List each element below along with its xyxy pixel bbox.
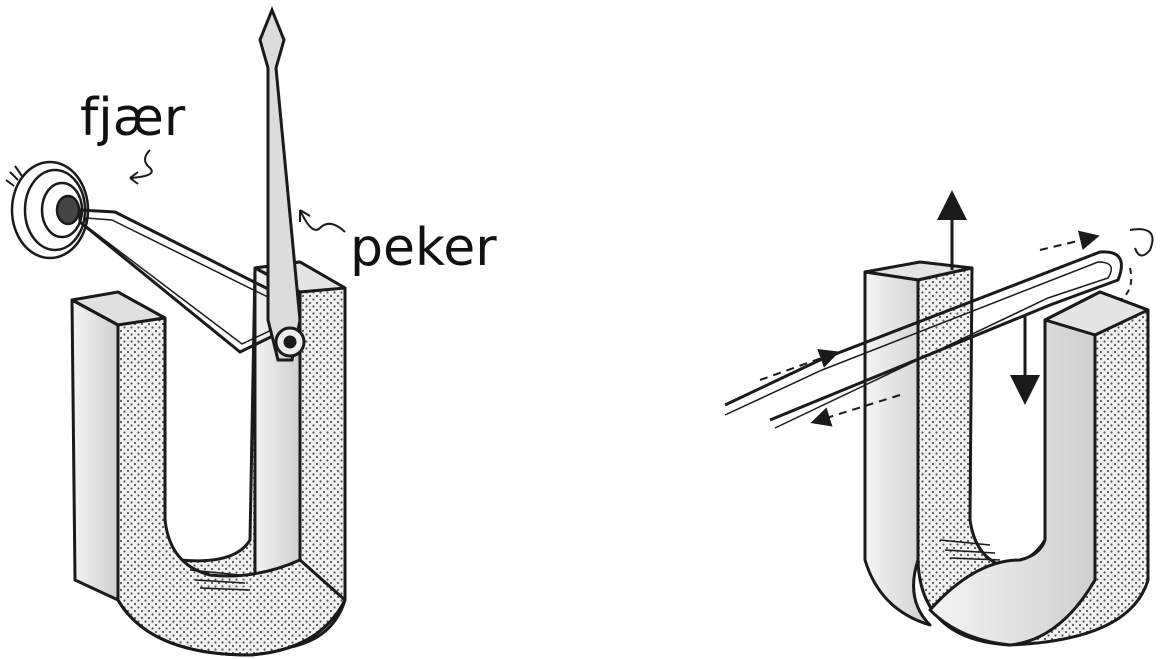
spring-label: fjær bbox=[80, 92, 185, 144]
spring-coil bbox=[6, 150, 152, 258]
left-u-magnet bbox=[72, 262, 345, 655]
pointer-label: peker bbox=[350, 222, 497, 274]
right-u-magnet bbox=[865, 262, 1148, 645]
